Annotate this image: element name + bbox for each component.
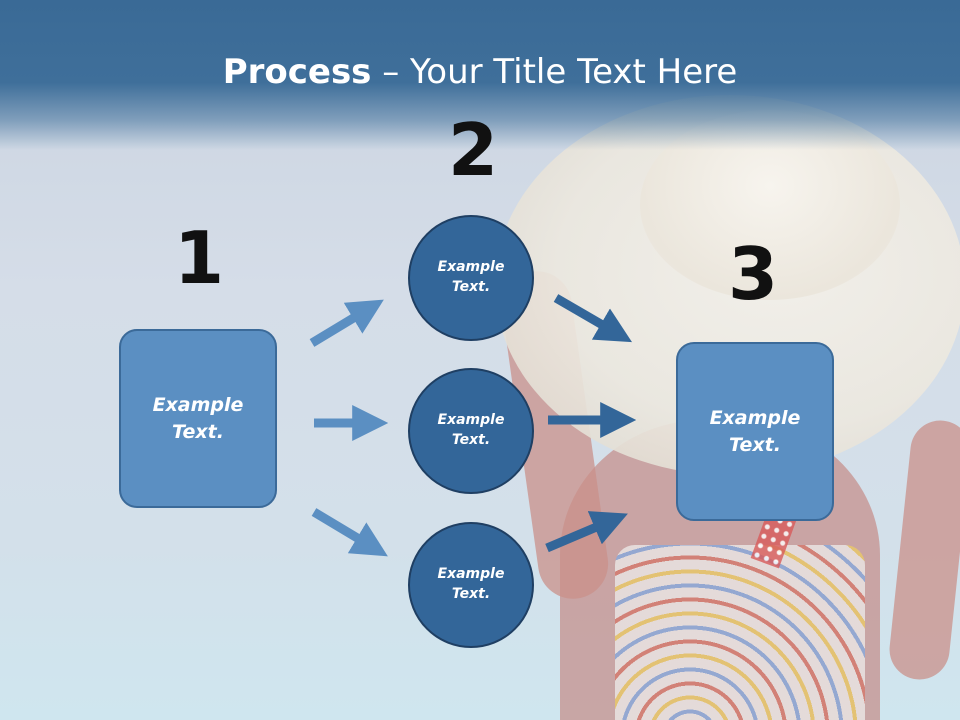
background-swimsuit: [615, 545, 865, 720]
step-2-circle-middle[interactable]: Example Text.: [408, 368, 534, 494]
step-2-circle-top[interactable]: Example Text.: [408, 215, 534, 341]
step-2-circle-bottom[interactable]: Example Text.: [408, 522, 534, 648]
step-3-box[interactable]: Example Text.: [676, 342, 834, 521]
circle-middle-label: Example Text.: [437, 412, 505, 448]
step-1-box[interactable]: Example Text.: [119, 329, 277, 508]
step-3-label: Example Text.: [709, 406, 801, 456]
arrow-1-to-circle-bottom: [311, 508, 388, 557]
slide-title[interactable]: Process – Your Title Text Here: [0, 52, 960, 92]
title-rest: – Your Title Text Here: [371, 52, 738, 92]
arrow-circle-top-to-3: [553, 294, 633, 343]
arrow-circle-bottom-to-3: [545, 511, 628, 553]
arrow-1-to-circle-top: [309, 299, 384, 347]
title-band: [0, 0, 960, 150]
step-number-3: 3: [727, 232, 779, 316]
step-number-2: 2: [447, 108, 499, 192]
step-1-label: Example Text.: [152, 393, 244, 443]
circle-bottom-label: Example Text.: [437, 566, 505, 602]
step-number-1: 1: [173, 216, 225, 300]
circle-top-label: Example Text.: [437, 259, 505, 295]
title-bold: Process: [222, 52, 372, 92]
